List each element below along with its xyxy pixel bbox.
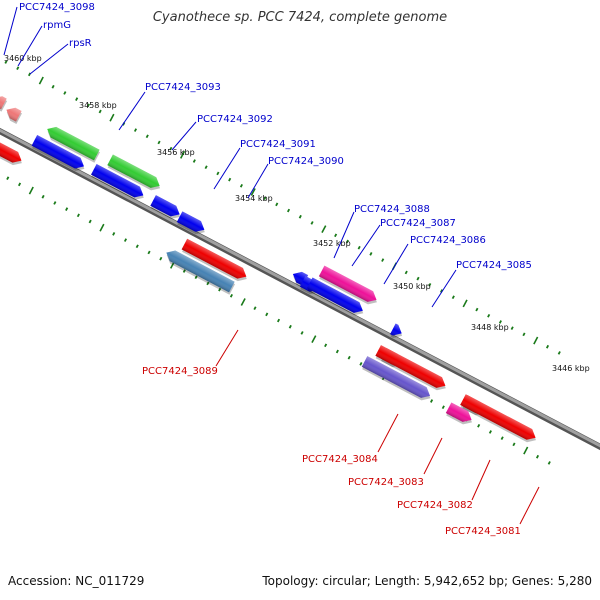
gene-3087 [318,265,377,305]
label-leaders [3,6,540,525]
map-title: Cyanothece sp. PCC 7424, complete genome [152,10,448,25]
genome-backbone [0,127,600,451]
gene-3092b [91,163,144,200]
gene-label-rpsR: rpsR [69,38,92,49]
gene-label-PCC7424_3092: PCC7424_3092 [197,114,273,125]
outer-ruler [4,60,561,355]
tick-label-3454: 3454 kbp [235,194,273,203]
gene-label-PCC7424_3083: PCC7424_3083 [348,477,424,488]
gene-label-PCC7424_3087: PCC7424_3087 [380,218,456,229]
tick-label-3448: 3448 kbp [471,323,509,332]
gene-3084 [375,345,446,391]
gene-3089a [181,238,247,282]
genome-summary-text: Topology: circular; Length: 5,942,652 bp… [262,574,592,588]
tick-label-3452: 3452 kbp [313,239,351,248]
gene-label-PCC7424_3089: PCC7424_3089 [142,366,218,377]
gene-left-red-2 [0,142,22,166]
gene-3091 [150,195,181,219]
gene-label-PCC7424_3091: PCC7424_3091 [240,139,316,150]
gene-3081 [462,395,536,443]
tick-label-3456: 3456 kbp [157,148,195,157]
gene-label-PCC7424_3088: PCC7424_3088 [354,204,430,215]
gene-label-PCC7424_3090: PCC7424_3090 [268,156,344,167]
gene-label-PCC7424_3086: PCC7424_3086 [410,235,486,246]
gene-label-rpmG: rpmG [43,20,71,31]
gene-3092 [107,154,161,191]
gene-3089 [166,250,236,295]
gene-3082 [445,402,473,425]
tick-label-3446: 3446 kbp [552,364,590,373]
gene-track [0,96,536,443]
accession-text: Accession: NC_011729 [8,574,145,588]
gene-3098 [0,96,8,112]
gene-label-PCC7424_3084: PCC7424_3084 [302,454,378,465]
gene-3086 [306,277,364,316]
gene-3085 [390,323,403,338]
tick-label-3450: 3450 kbp [393,282,431,291]
gene-label-PCC7424_3093: PCC7424_3093 [145,82,221,93]
tick-label-3458: 3458 kbp [79,101,117,110]
gene-3093b [31,135,85,171]
gene-3083 [361,356,431,401]
gene-label-PCC7424_3081: PCC7424_3081 [445,526,521,537]
gene-3090 [176,211,205,235]
gene-3093 [47,126,100,163]
gene-label-PCC7424_3082: PCC7424_3082 [397,500,473,511]
gene-label-PCC7424_3098: PCC7424_3098 [19,2,95,13]
gene-label-PCC7424_3085: PCC7424_3085 [456,260,532,271]
gene-rpmG [6,107,22,125]
